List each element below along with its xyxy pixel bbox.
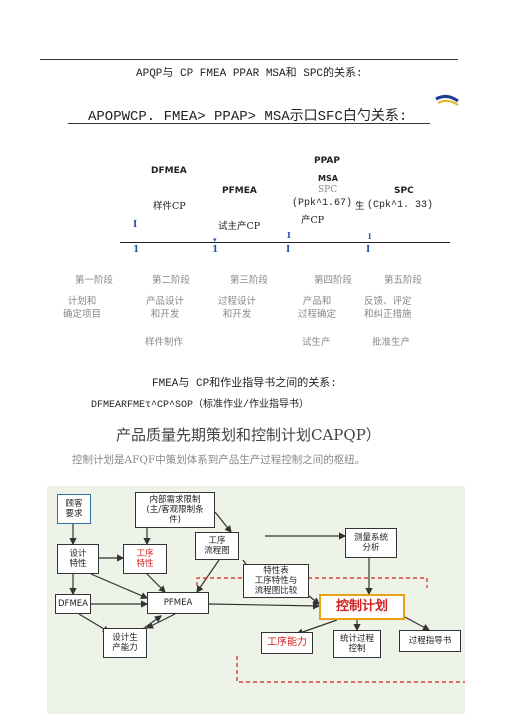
mark-below-1: 1: [133, 245, 140, 255]
box-design-capability: 设计生 产能力: [103, 628, 147, 658]
box-design-char: 设计 特性: [57, 544, 99, 574]
stage-5-name: 第五阶段: [384, 275, 423, 286]
box-work-instruction: 过程指导书: [399, 630, 461, 652]
flowchart: 顾客 要求 内部需求限制 (主/客观限制条 件) 工序 流程图 设计 特性 工序…: [47, 486, 465, 714]
stage-5-output: 批准生产: [372, 337, 411, 348]
stage-4-name: 第四阶段: [314, 275, 353, 286]
label-pfmea: PFMEA: [222, 186, 257, 196]
top-rule: [40, 59, 458, 60]
stage-1-name: 第一阶段: [75, 275, 114, 286]
label-sample-cp: 样件CP: [153, 201, 186, 212]
box-pfmea: PFMEA: [147, 592, 209, 614]
subtitle-rule: [68, 123, 430, 124]
box-process-flow: 工序 流程图: [195, 532, 239, 560]
box-internal-req: 内部需求限制 (主/客观限制条 件): [135, 492, 215, 528]
section-heading: 产品质量先期策划和控制计划CAPQP）: [116, 426, 381, 444]
mark-above-3: I: [368, 232, 372, 241]
label-ppk: (Ppk^1.67): [292, 198, 353, 209]
mark-above-2: I: [287, 230, 291, 240]
mark-above-1: I: [133, 220, 138, 230]
stage-1-desc: 计划和 确定项目: [63, 296, 102, 320]
stage-2-desc: 产品设计 和开发: [146, 296, 185, 320]
section-intro: 控制计划是AFQF中策划体系到产品生产过程控制之间的枢纽。: [72, 454, 366, 466]
label-cpk: (Cpk^1. 33): [367, 200, 434, 211]
box-dfmea: DFMEA: [55, 594, 91, 614]
stage-3-desc: 过程设计 和开发: [218, 296, 257, 320]
box-spc: 统计过程 控制: [333, 630, 381, 658]
doc-title: APQP与 CP FMEA PPAR MSA和 SPC的关系:: [136, 68, 363, 80]
timeline-axis: [120, 242, 450, 243]
stage-4-desc: 产品和 过程确定: [298, 296, 337, 320]
relation-line-2: DFMEARFMEτ^CP^SOP（标准作业/作业指导书）: [91, 400, 310, 411]
label-spc-mid: SPC: [318, 185, 338, 195]
relation-line-1: FMEA与 CP和作业指导书之间的关系:: [152, 378, 337, 390]
box-control-plan: 控制计划: [319, 594, 405, 620]
label-trial-cp: 试主产CP: [218, 221, 261, 232]
mark-above-4: ▾: [213, 236, 217, 244]
label-ppap: PPAP: [314, 156, 340, 166]
box-process-char: 工序 特性: [123, 544, 167, 574]
stage-5-desc: 反馈、评定 和纠正措施: [364, 296, 412, 320]
doc-subtitle: APOPWCP. FMEA> PPAP> MSA示口SFC白勺关系:: [88, 109, 408, 125]
stage-3-name: 第三阶段: [230, 275, 269, 286]
box-process-capability: 工序能力: [261, 632, 313, 654]
box-char-table: 特性表 工序特性与 流程图比较: [243, 564, 309, 598]
label-msa: MSA: [318, 174, 338, 183]
label-dfmea: DFMEA: [151, 166, 187, 176]
box-customer-req: 顾客 要求: [57, 494, 91, 524]
stage-4-output: 试生产: [302, 337, 331, 348]
mark-below-3: I: [286, 245, 291, 255]
mark-below-2: 1: [212, 245, 219, 255]
box-msa: 测量系统 分析: [345, 528, 397, 558]
label-spc-right: SPC: [394, 186, 414, 196]
mark-below-4: I: [366, 245, 371, 255]
corner-decoration-icon: [434, 92, 460, 106]
stage-2-name: 第二阶段: [152, 275, 191, 286]
stage-2-output: 样件制作: [145, 337, 184, 348]
label-sheng: 生: [355, 201, 365, 212]
label-chan-cp: 产CP: [301, 215, 325, 226]
